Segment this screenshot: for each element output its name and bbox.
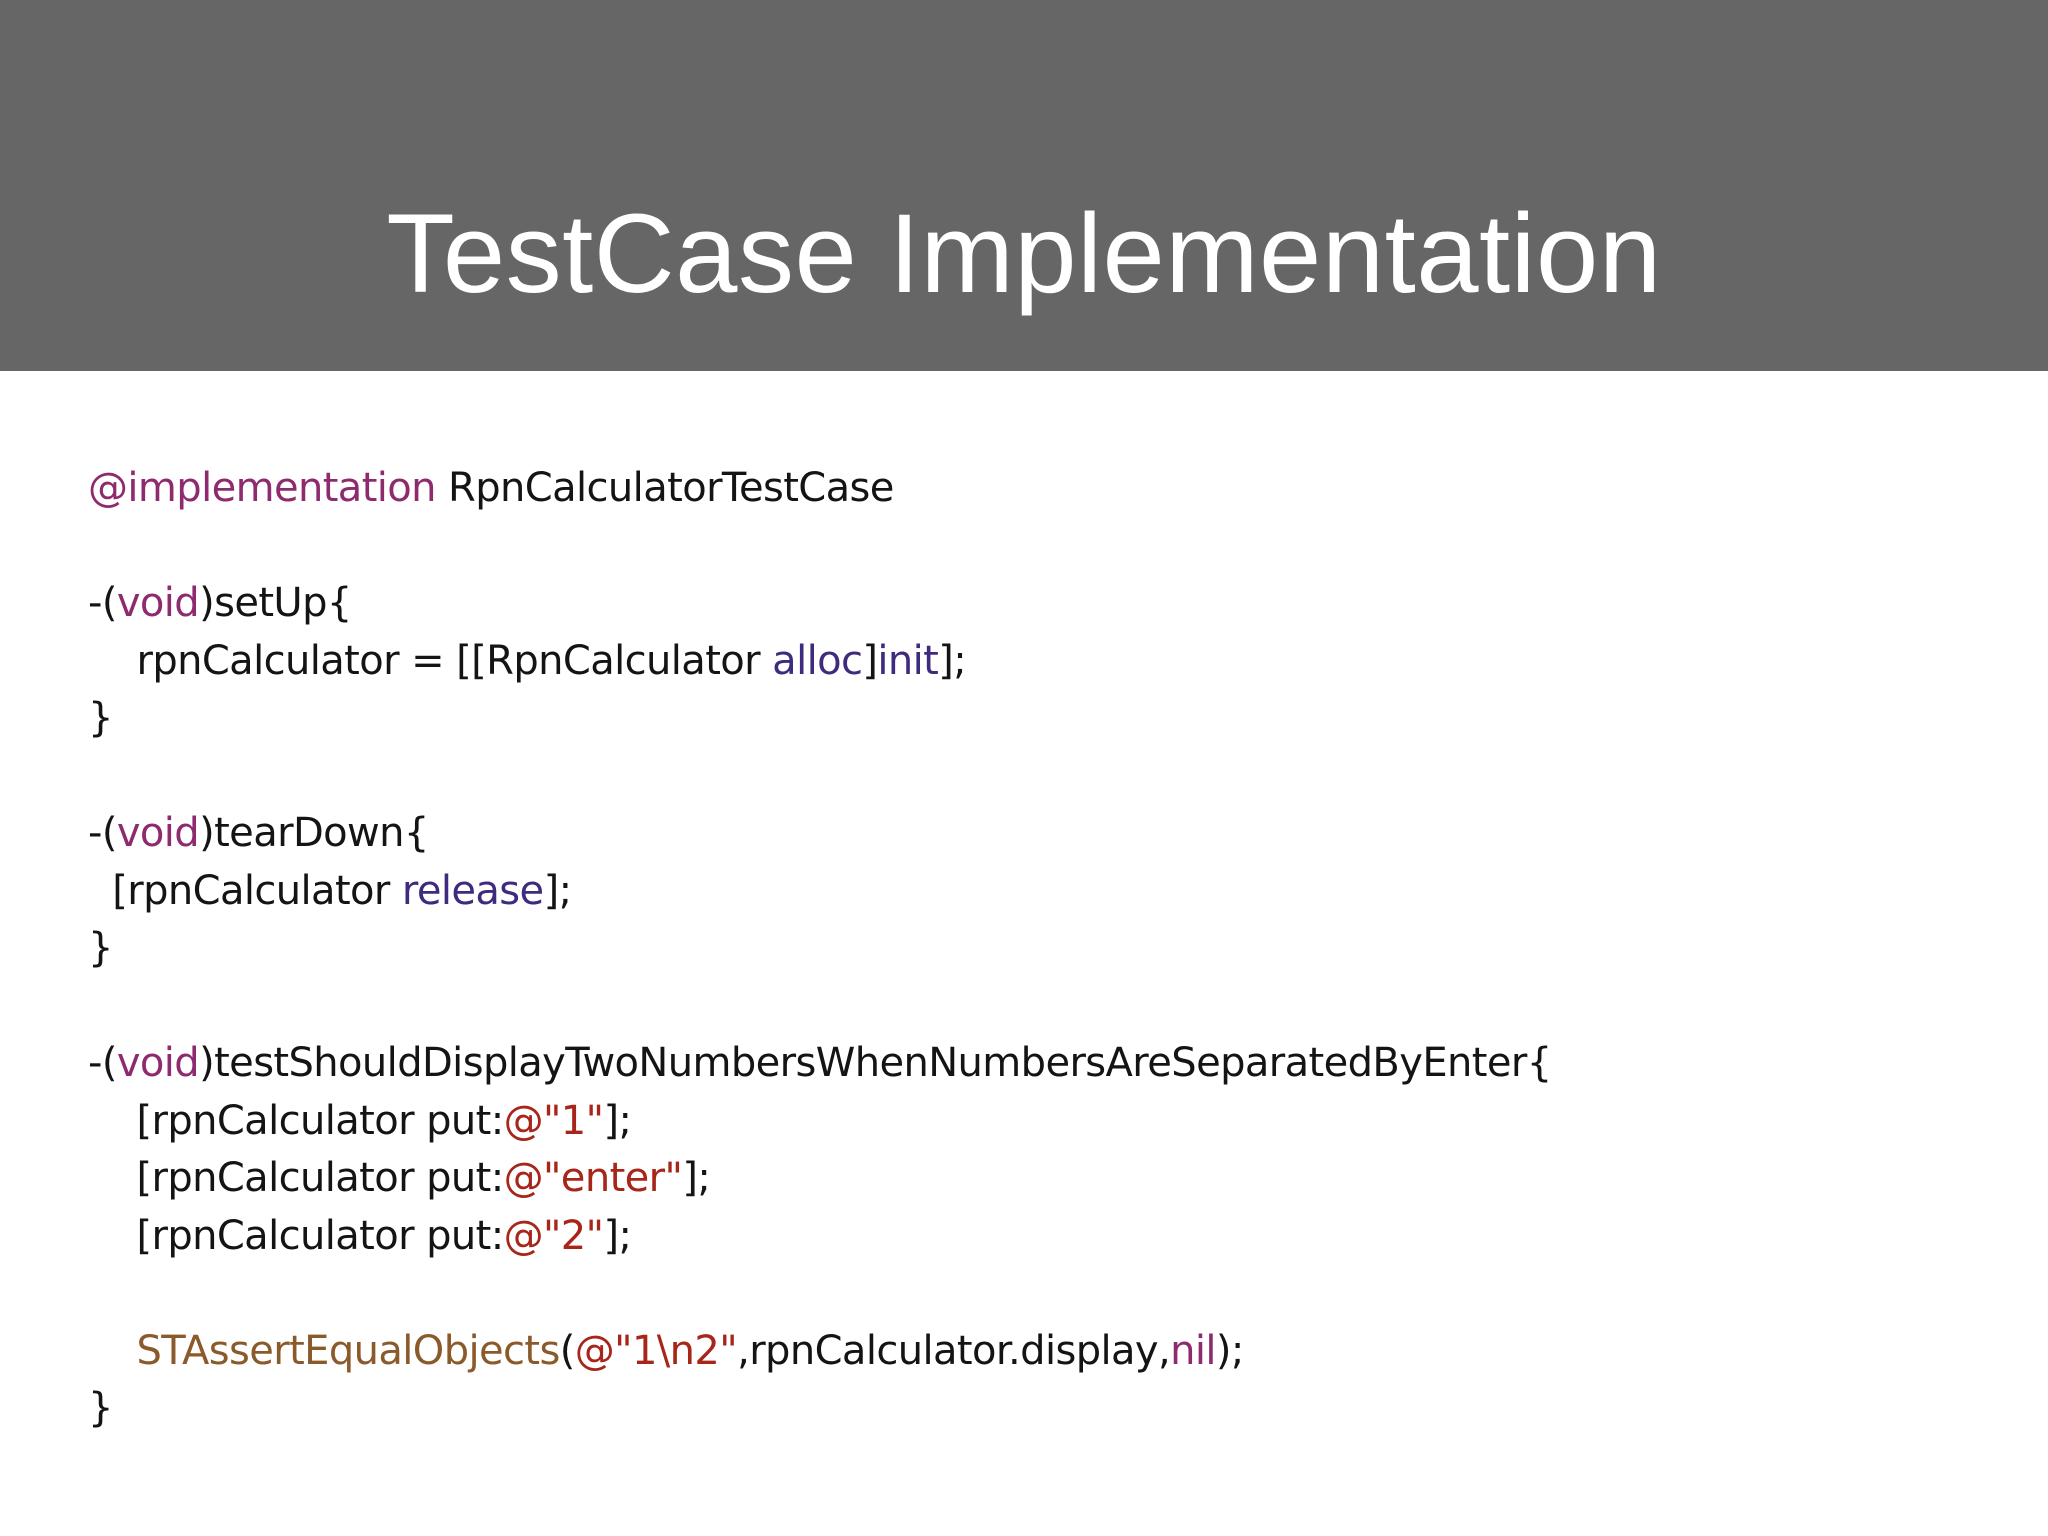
code-token: )testShouldDisplayTwoNumbersWhenNumbersA… <box>199 1040 1552 1086</box>
slide-header-band <box>0 0 2048 371</box>
line-blank-3 <box>88 978 1988 1036</box>
code-token: @"1\n2" <box>574 1327 738 1374</box>
code-token: nil <box>1170 1327 1216 1374</box>
code-token: put: <box>413 1212 504 1259</box>
code-token: rpnCalculator <box>151 1097 414 1144</box>
code-token: )setUp{ <box>199 580 352 626</box>
line-blank-4 <box>88 1265 1988 1323</box>
code-token: ]; <box>603 1212 632 1259</box>
code-token: } <box>88 1385 113 1431</box>
code-token: void <box>116 1040 200 1086</box>
code-token: , <box>737 1327 750 1374</box>
code-token: @"1" <box>503 1097 604 1144</box>
line-put-enter: [rpnCalculator put:@"enter"]; <box>88 1150 1988 1208</box>
line-setup-signature: -(void)setUp{ <box>88 575 1988 633</box>
code-token: , <box>1158 1327 1171 1374</box>
code-token: ]; <box>543 867 572 914</box>
code-token: STAssertEqualObjects <box>136 1327 560 1374</box>
code-token: -( <box>88 580 117 626</box>
code-token: . <box>1008 1327 1021 1374</box>
code-token: rpnCalculator <box>136 637 399 684</box>
code-token: } <box>88 925 113 971</box>
code-token: -( <box>88 810 117 856</box>
code-token: @"enter" <box>503 1155 683 1201</box>
code-token: rpnCalculator <box>127 867 390 914</box>
code-token: rpnCalculator <box>749 1327 1009 1374</box>
line-put-1: [rpnCalculator put:@"1"]; <box>88 1093 1988 1151</box>
code-token: ]; <box>682 1155 711 1201</box>
page-title: TestCase Implementation <box>386 190 1662 316</box>
code-token: } <box>88 695 113 741</box>
code-token: ]; <box>603 1097 632 1144</box>
line-setup-alloc-init: rpnCalculator = [[RpnCalculator alloc]in… <box>88 633 1988 691</box>
code-token: init <box>877 637 939 684</box>
code-token: release <box>401 867 544 914</box>
code-token: [ <box>88 1212 152 1259</box>
code-token: [ <box>88 1155 152 1201</box>
line-teardown-release: [rpnCalculator release]; <box>88 863 1988 921</box>
code-token: RpnCalculator <box>486 637 761 684</box>
code-token <box>88 638 136 684</box>
line-test-close: } <box>88 1380 1988 1438</box>
code-token: rpnCalculator <box>151 1212 414 1259</box>
code-token: alloc <box>772 637 863 684</box>
code-token: )tearDown{ <box>199 810 429 856</box>
line-assert: STAssertEqualObjects(@"1\n2",rpnCalculat… <box>88 1323 1988 1381</box>
code-token: ( <box>559 1327 576 1374</box>
code-token: void <box>116 580 200 626</box>
code-token: display <box>1020 1327 1159 1374</box>
code-token: [ <box>88 1097 152 1144</box>
code-token: @"2" <box>503 1212 604 1259</box>
code-token <box>760 638 772 684</box>
code-token: ); <box>1215 1327 1244 1374</box>
line-teardown-signature: -(void)tearDown{ <box>88 805 1988 863</box>
code-token <box>88 1328 136 1374</box>
code-token: ] <box>862 637 878 684</box>
code-token: @implementation <box>88 465 437 511</box>
line-blank-1 <box>88 518 1988 576</box>
line-test-signature: -(void)testShouldDisplayTwoNumbersWhenNu… <box>88 1035 1988 1093</box>
line-teardown-close: } <box>88 920 1988 978</box>
code-token: = [[ <box>398 637 487 684</box>
code-token: -( <box>88 1040 117 1086</box>
code-token: void <box>116 810 200 856</box>
code-token: [ <box>88 867 128 914</box>
code-token <box>390 868 402 914</box>
code-token: put: <box>413 1097 504 1144</box>
code-token: RpnCalculatorTestCase <box>435 465 894 511</box>
code-block: @implementation RpnCalculatorTestCase -(… <box>88 460 1988 1438</box>
code-token: put: <box>413 1155 504 1201</box>
line-put-2: [rpnCalculator put:@"2"]; <box>88 1208 1988 1266</box>
line-implementation: @implementation RpnCalculatorTestCase <box>88 460 1988 518</box>
code-token: rpnCalculator <box>151 1155 414 1201</box>
code-token: ]; <box>938 637 967 684</box>
line-blank-2 <box>88 748 1988 806</box>
line-setup-close: } <box>88 690 1988 748</box>
